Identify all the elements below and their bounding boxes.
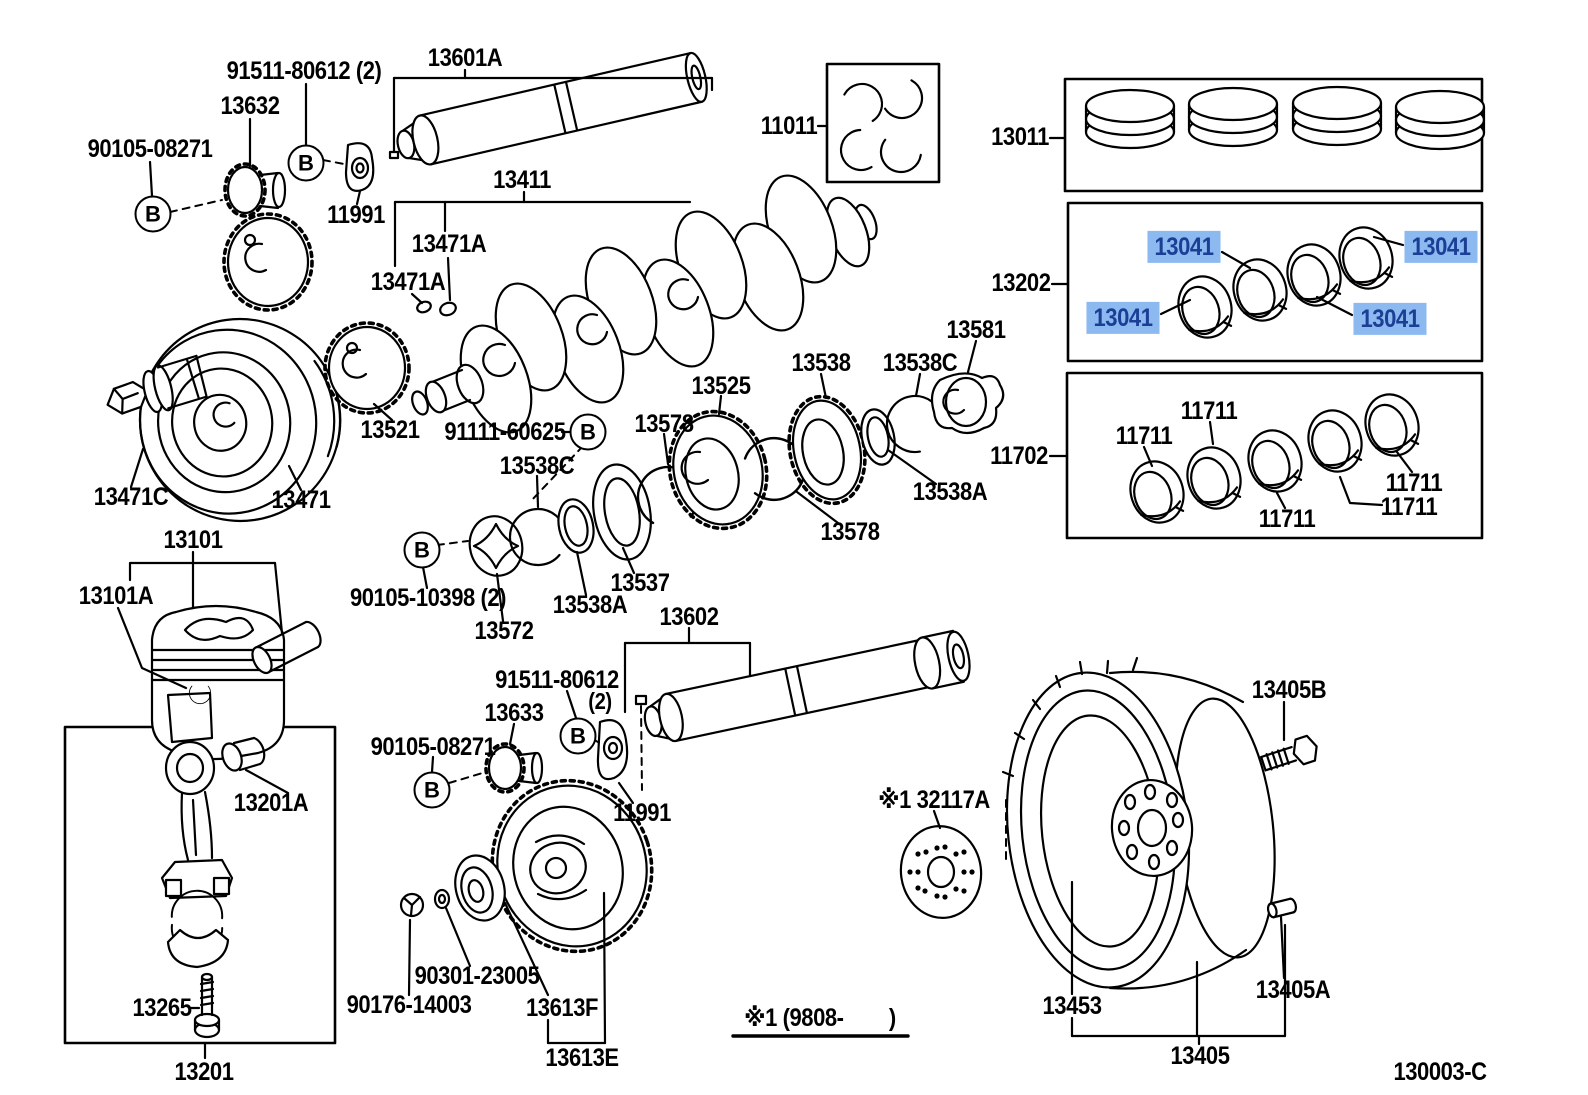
crankshaft-key-13471A	[416, 300, 457, 317]
part-label-90105-08271-bot[interactable]: 90105-08271	[370, 732, 496, 761]
part-label-90176-14003[interactable]: 90176-14003	[346, 990, 472, 1019]
part-label-11711-e[interactable]: 11711	[1380, 492, 1438, 521]
part-label-11991-bot[interactable]: 11991	[613, 798, 671, 827]
part-label-91111-60625[interactable]: 91111-60625	[444, 417, 566, 446]
pulley-bolt-13471C-drawing	[106, 354, 208, 415]
oil-seal-13613F-drawing	[454, 854, 506, 922]
part-label-91511-80612-top[interactable]: 91511-80612 (2)	[226, 56, 382, 85]
part-label-13632[interactable]: 13632	[220, 91, 280, 120]
piston-ring-set-box	[1063, 77, 1486, 193]
part-label-13471[interactable]: 13471	[271, 485, 331, 514]
part-label-11711-a[interactable]: 11711	[1115, 421, 1173, 450]
crankshaft-timing-gear-13521-drawing	[323, 321, 411, 415]
part-label-91511-80612-bot[interactable]: 91511-80612	[495, 665, 619, 694]
part-label-13041-tr[interactable]: 13041	[1404, 230, 1478, 264]
part-label-11711-c[interactable]: 11711	[1258, 504, 1316, 533]
part-label-13041-tl[interactable]: 13041	[1147, 230, 1221, 264]
part-label-13201A[interactable]: 13201A	[233, 788, 309, 817]
part-label-13471C[interactable]: 13471C	[93, 482, 169, 511]
balance-gear-13613-drawing	[490, 778, 654, 954]
part-label-11711-b[interactable]: 11711	[1180, 396, 1238, 425]
part-label-13101[interactable]: 13101	[163, 525, 223, 554]
part-label-13633[interactable]: 13633	[484, 698, 544, 727]
balance-shaft-2-drawing	[643, 629, 971, 743]
bolt-spec-marker-2: B	[134, 195, 172, 233]
part-label-91511-80612-qty[interactable]: (2)	[588, 687, 612, 714]
part-label-11702[interactable]: 11702	[990, 441, 1048, 470]
piston-pin-drawing	[251, 620, 322, 675]
part-label-13572[interactable]: 13572	[474, 616, 534, 645]
pin-13405A-drawing	[1266, 897, 1298, 919]
part-label-13538A-1[interactable]: 13538A	[552, 590, 628, 619]
part-label-13101A[interactable]: 13101A	[78, 581, 154, 610]
piston-13101-drawing	[150, 604, 286, 761]
timing-sprocket-row	[468, 389, 947, 581]
part-label-13538A-2[interactable]: 13538A	[912, 477, 988, 506]
part-label-13411[interactable]: 13411	[493, 165, 551, 194]
part-label-13613E[interactable]: 13613E	[545, 1043, 619, 1072]
thrust-washer-box	[825, 62, 941, 184]
conrod-bearing-box	[1066, 201, 1484, 363]
drive-plate-spacer-drawing	[899, 825, 983, 919]
part-label-13202[interactable]: 13202	[991, 268, 1051, 297]
part-label-90105-08271-top[interactable]: 90105-08271	[87, 134, 213, 163]
part-label-13405B[interactable]: 13405B	[1251, 675, 1327, 704]
part-label-32117A[interactable]: ※1 32117A	[878, 785, 990, 814]
crankshaft-drawing	[411, 174, 878, 434]
nut-90176-drawing	[399, 892, 425, 918]
part-label-date-note: ※1 (9808- )	[744, 1003, 896, 1032]
bolt-spec-marker-5: B	[559, 717, 597, 755]
part-label-13201[interactable]: 13201	[174, 1057, 234, 1086]
part-label-13521[interactable]: 13521	[360, 415, 420, 444]
gear-13633-drawing	[484, 742, 544, 794]
bolt-spec-marker-4: B	[403, 531, 441, 569]
oil-seal-retainer-bottom-drawing	[596, 719, 629, 781]
part-label-13578-2[interactable]: 13578	[820, 517, 880, 546]
bolt-spec-marker-6: B	[413, 771, 451, 809]
part-label-13602[interactable]: 13602	[659, 602, 719, 631]
part-label-13471A-1[interactable]: 13471A	[411, 229, 487, 258]
part-label-11991-top[interactable]: 11991	[327, 200, 385, 229]
part-label-13011[interactable]: 13011	[991, 122, 1049, 151]
part-label-13578-1[interactable]: 13578	[634, 409, 694, 438]
rod-bolt-13265-drawing	[193, 972, 221, 1039]
drive-plate-13405-drawing	[1001, 656, 1276, 990]
part-label-figure-code: 130003-C	[1393, 1057, 1487, 1086]
part-label-13453[interactable]: 13453	[1042, 991, 1102, 1020]
sub-gear-drawing	[222, 212, 314, 312]
oring-90301-drawing	[433, 888, 451, 910]
part-label-13601A[interactable]: 13601A	[427, 43, 503, 72]
bolt-13405B-drawing	[1260, 734, 1318, 772]
part-label-13405A[interactable]: 13405A	[1255, 975, 1331, 1004]
part-label-13538C-1[interactable]: 13538C	[499, 451, 575, 480]
part-label-13613F[interactable]: 13613F	[526, 993, 598, 1022]
part-label-13525[interactable]: 13525	[691, 371, 751, 400]
part-label-13581[interactable]: 13581	[946, 315, 1006, 344]
part-label-13041-bl[interactable]: 13041	[1086, 301, 1160, 335]
connecting-rod-drawing	[160, 736, 266, 969]
bolt-spec-marker-3: B	[569, 413, 607, 451]
shaft-key-drawing	[634, 694, 648, 706]
part-label-13471A-2[interactable]: 13471A	[370, 267, 446, 296]
bolt-spec-marker-1: B	[287, 144, 325, 182]
part-label-13538C-2[interactable]: 13538C	[882, 348, 958, 377]
part-label-11711-d[interactable]: 11711	[1385, 468, 1443, 497]
part-label-11011[interactable]: 11011	[760, 111, 818, 140]
part-label-90301-23005[interactable]: 90301-23005	[414, 961, 540, 990]
leader-lines	[116, 68, 1414, 1060]
part-label-90105-10398[interactable]: 90105-10398 (2)	[349, 583, 507, 612]
part-label-13538[interactable]: 13538	[791, 348, 851, 377]
gear-13632-drawing	[223, 162, 287, 218]
part-label-13265[interactable]: 13265	[132, 993, 192, 1022]
sensor-rotor-13581-drawing	[930, 372, 1005, 435]
part-label-13041-br[interactable]: 13041	[1353, 302, 1427, 336]
part-label-13405[interactable]: 13405	[1170, 1041, 1230, 1070]
part-label-13537[interactable]: 13537	[610, 568, 670, 597]
oil-seal-retainer-top-drawing	[344, 142, 375, 192]
